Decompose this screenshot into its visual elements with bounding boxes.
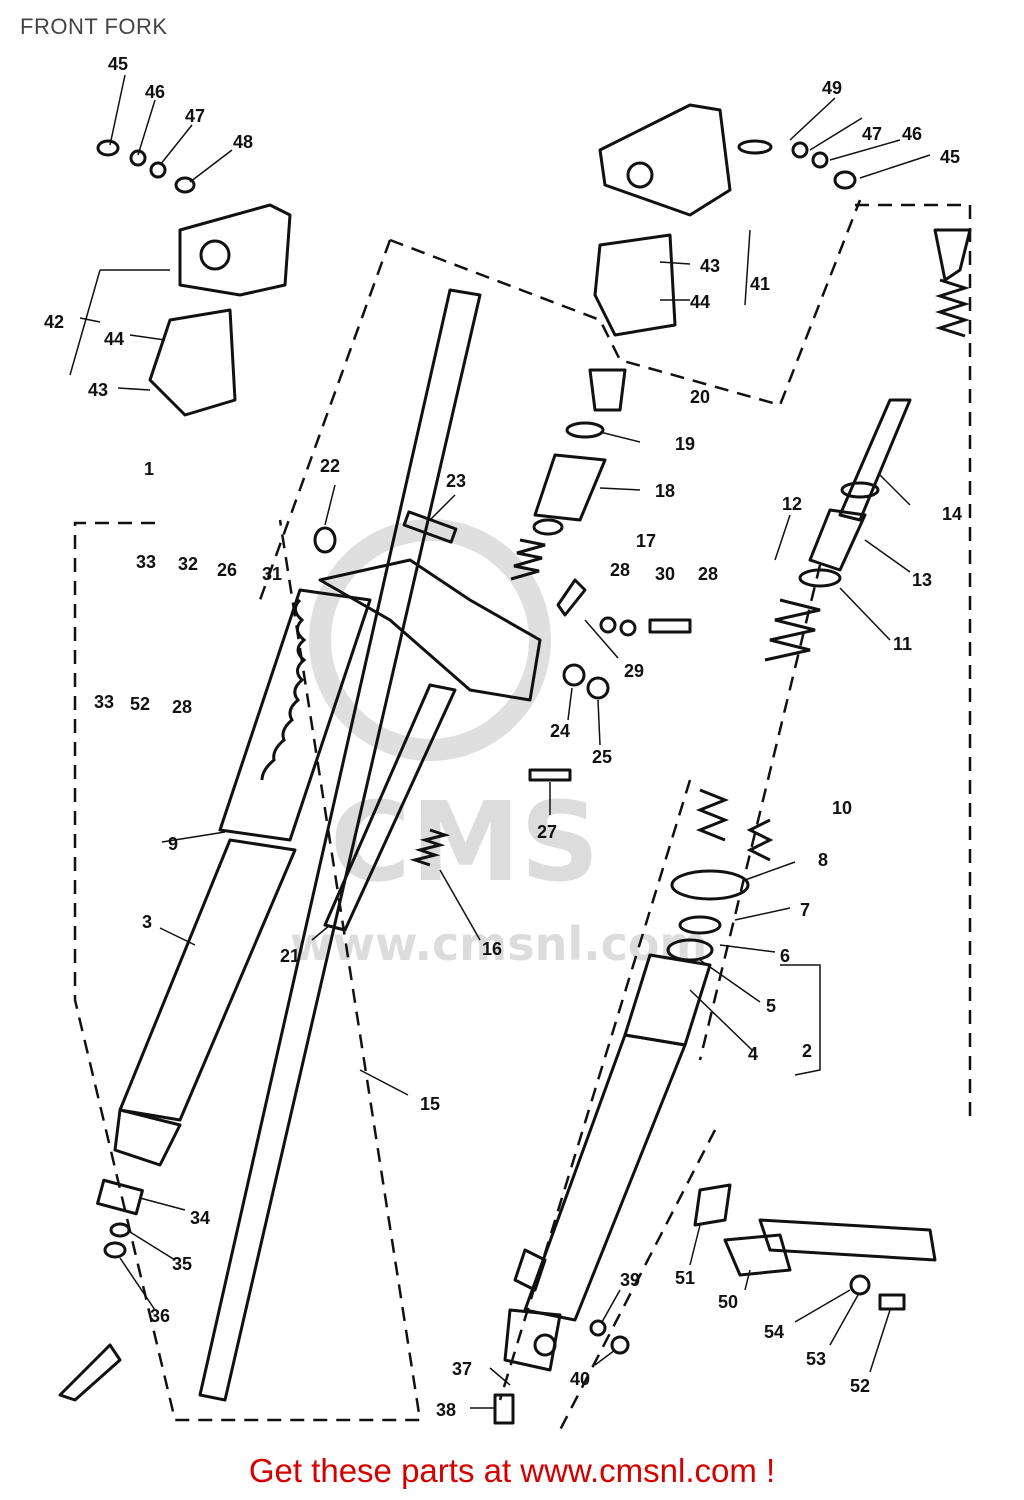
part-label: 39 [620, 1270, 640, 1290]
part-label: 19 [675, 434, 695, 454]
part-label: 31 [262, 564, 282, 584]
cmsnl-watermark: CMS www.cmsnl.com [290, 519, 707, 971]
part-label: 51 [675, 1268, 695, 1288]
part-label: 49 [822, 78, 842, 98]
part-label: 13 [912, 570, 932, 590]
leader-lines [79, 74, 931, 1409]
part-label: 5 [766, 996, 776, 1016]
assembly-outlines [73, 199, 972, 1431]
watermark-url: www.cmsnl.com [290, 917, 707, 971]
part-label: 23 [446, 471, 466, 491]
stem-parts [510, 368, 692, 782]
part-label: 44 [690, 292, 710, 312]
part-label: 45 [108, 54, 128, 74]
part-label: 28 [698, 564, 718, 584]
left-bracket-assembly [69, 139, 292, 417]
cable-guide-assembly [693, 1183, 937, 1311]
part-label: 54 [764, 1322, 784, 1342]
part-label: 21 [280, 946, 300, 966]
part-label: 17 [636, 531, 656, 551]
part-label: 47 [185, 106, 205, 126]
part-label: 15 [420, 1094, 440, 1114]
part-label: 12 [782, 494, 802, 514]
part-label: 20 [690, 387, 710, 407]
part-label: 34 [190, 1208, 210, 1228]
part-label: 53 [806, 1349, 826, 1369]
part-label: 35 [172, 1254, 192, 1274]
part-label: 9 [168, 834, 178, 854]
right-bracket-assembly [593, 103, 857, 337]
part-label: 28 [610, 560, 630, 580]
part-label: 7 [800, 900, 810, 920]
part-label: 45 [940, 147, 960, 167]
part-label: 32 [178, 554, 198, 574]
part-label: 41 [750, 274, 770, 294]
part-label: 28 [172, 697, 192, 717]
part-label: 27 [537, 822, 557, 842]
part-label: 22 [320, 456, 340, 476]
part-label: 36 [150, 1306, 170, 1326]
part-label: 38 [436, 1400, 456, 1420]
part-label: 46 [902, 124, 922, 144]
part-label: 52 [850, 1376, 870, 1396]
part-label: 43 [700, 256, 720, 276]
part-label: 11 [893, 634, 912, 654]
part-label: 29 [624, 661, 644, 681]
page-title: FRONT FORK [20, 14, 168, 39]
part-label: 14 [942, 504, 962, 524]
part-label: 40 [570, 1369, 590, 1389]
left-inner-tube [198, 288, 482, 1402]
part-label: 10 [832, 798, 852, 818]
part-label: 33 [94, 692, 114, 712]
watermark-brand: CMS [330, 778, 599, 906]
part-label: 42 [44, 312, 64, 332]
part-label: 16 [482, 939, 502, 959]
part-label: 3 [142, 912, 152, 932]
footer-parts-link[interactable]: Get these parts at www.cmsnl.com ! [248, 1452, 776, 1489]
forward-arrow-icon [58, 1343, 122, 1402]
part-label: 44 [104, 329, 124, 349]
part-label: 4 [748, 1044, 758, 1064]
part-label: 8 [818, 850, 828, 870]
part-label: 50 [718, 1292, 738, 1312]
upper-crown [313, 510, 542, 702]
part-label: 30 [655, 564, 675, 584]
part-label: 25 [592, 747, 612, 767]
part-label: 18 [655, 481, 675, 501]
part-label: 48 [233, 132, 253, 152]
part-label: 1 [144, 459, 154, 479]
part-label: 43 [88, 380, 108, 400]
part-label: 26 [217, 560, 237, 580]
part-labels: 1 2 3 4 5 6 7 8 9 10 11 12 13 14 15 16 1… [44, 54, 962, 1420]
part-label: 6 [780, 946, 790, 966]
part-label: 33 [136, 552, 156, 572]
right-fork-leg [493, 228, 972, 1425]
part-label: 46 [145, 82, 165, 102]
part-label: 37 [452, 1359, 472, 1379]
part-label: 47 [862, 124, 882, 144]
part-label: 24 [550, 721, 570, 741]
part-label: 2 [802, 1041, 812, 1061]
part-label: 52 [130, 694, 150, 714]
